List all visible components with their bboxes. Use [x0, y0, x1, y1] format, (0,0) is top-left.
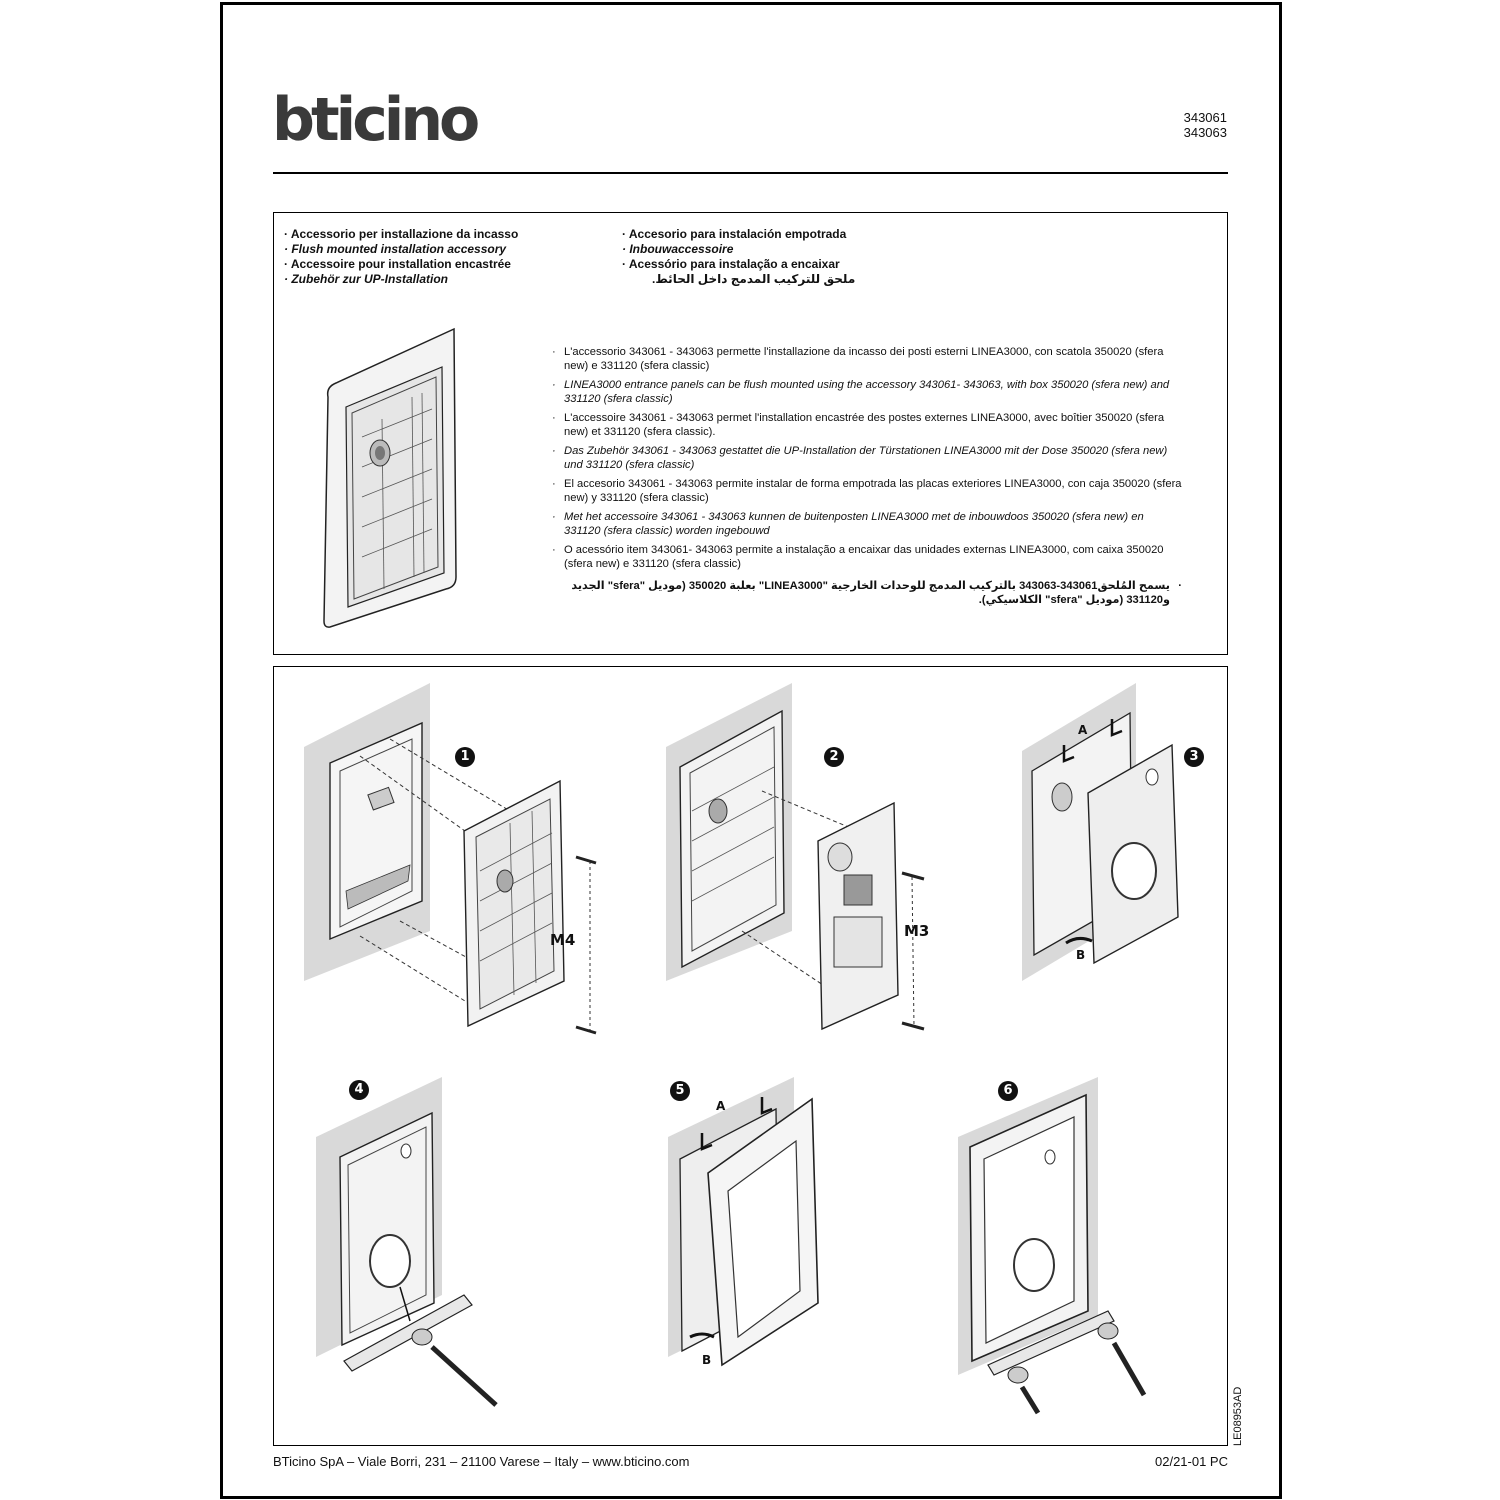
screw-m4-label: M4	[550, 931, 576, 949]
step-5-illustration	[668, 1077, 819, 1367]
product-codes: 343061 343063	[1184, 110, 1227, 140]
info-box: Accessorio per installazione da incasso …	[273, 212, 1228, 655]
step-4-illustration	[316, 1077, 498, 1407]
description-fr: L'accessoire 343061 - 343063 permet l'in…	[552, 411, 1182, 439]
product-code: 343061	[1183, 110, 1227, 125]
description-pt: O acessório item 343061- 343063 permite …	[552, 543, 1182, 571]
step-5-label-b: B	[702, 1353, 712, 1367]
step-3-label-a: A	[1078, 723, 1088, 737]
title-en: Flush mounted installation accessory	[284, 242, 518, 257]
description-en: LINEA3000 entrance panels can be flush m…	[552, 378, 1182, 406]
step-3-number: 3	[1184, 747, 1204, 767]
step-3-label-b: B	[1076, 948, 1086, 962]
description-ar: يسمح المُلحق343061-343063 بالتركيب المدم…	[552, 579, 1182, 607]
titles-right: Accesorio para instalación empotrada Inb…	[622, 227, 855, 287]
step-5-label-a: A	[716, 1099, 726, 1113]
brand-logo: bticino	[272, 85, 480, 155]
title-ar: ملحق للتركيب المدمج داخل الحائط.	[652, 272, 856, 286]
page-frame	[220, 2, 1282, 1499]
title-it: Accessorio per installazione da incasso	[284, 227, 518, 242]
title-es: Accesorio para instalación empotrada	[622, 227, 855, 242]
title-pt: Acessório para instalação a encaixar	[622, 257, 855, 272]
step-3-illustration	[1022, 683, 1179, 981]
step-6-illustration	[958, 1077, 1147, 1415]
screw-m3-label: M3	[904, 922, 930, 940]
description-it: L'accessorio 343061 - 343063 permette l'…	[552, 345, 1182, 373]
description-list: L'accessorio 343061 - 343063 permette l'…	[552, 345, 1182, 612]
installation-steps: 1 M4 2 M3 3 A B	[273, 666, 1228, 1446]
header-divider	[273, 172, 1228, 174]
description-de: Das Zubehör 343061 - 343063 gestattet di…	[552, 444, 1182, 472]
step-4-number: 4	[349, 1080, 369, 1100]
step-1-number: 1	[455, 747, 475, 767]
step-1-illustration	[304, 683, 597, 1035]
step-6-number: 6	[998, 1081, 1018, 1101]
titles-left: Accessorio per installazione da incasso …	[284, 227, 518, 287]
document-code: LE08953AD	[1232, 1386, 1244, 1446]
step-2-illustration	[666, 683, 925, 1031]
title-fr: Accessoire pour installation encastrée	[284, 257, 518, 272]
title-de: Zubehör zur UP-Installation	[284, 272, 518, 287]
product-code: 343063	[1183, 125, 1227, 140]
footer-address: BTicino SpA – Viale Borri, 231 – 21100 V…	[273, 1454, 690, 1469]
footer-date: 02/21-01 PC	[1155, 1454, 1228, 1469]
product-illustration	[323, 327, 457, 628]
description-es: El accesorio 343061 - 343063 permite ins…	[552, 477, 1182, 505]
step-2-number: 2	[824, 747, 844, 767]
title-nl: Inbouwaccessoire	[622, 242, 855, 257]
step-5-number: 5	[670, 1081, 690, 1101]
description-nl: Met het accessoire 343061 - 343063 kunne…	[552, 510, 1182, 538]
